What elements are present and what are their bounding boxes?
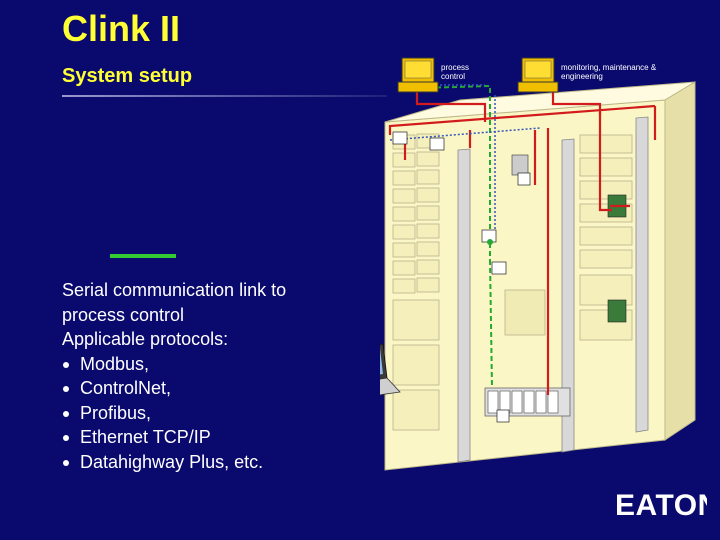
cabinet-side [664,81,696,441]
slide-subtitle: System setup [62,65,193,87]
title-underline [62,95,387,97]
switchgear-diagram [380,57,696,471]
pointer-markers [392,131,531,423]
middle-panel [504,289,546,336]
monitoring-label-line2: engineering [561,72,603,81]
desc-line-1: Serial communication link to [62,280,287,300]
engineering-terminal [517,57,559,93]
eaton-logo-text: EATON [615,489,707,520]
device-module [607,299,627,323]
monitoring-label: monitoring, maintenance & engineering [561,63,656,81]
process-control-terminal [397,57,439,93]
accent-bar [110,254,176,258]
laptop-icon [380,343,401,396]
process-control-label-line2: control [441,72,466,81]
slide-title: Clink II [62,8,181,49]
process-control-label: process control [441,63,469,81]
protocol-item: Ethernet TCP/IP [62,425,337,450]
process-control-label-line1: process [441,63,470,72]
monitoring-label-line1: monitoring, maintenance & [561,63,657,72]
protocol-item: ControlNet, [62,376,337,401]
busbar-column-1 [457,148,471,463]
busbar-column-2 [561,138,575,453]
busbar-column-3 [635,116,649,433]
protocol-list: Modbus, ControlNet, Profibus, Ethernet T… [62,352,337,475]
junction-dot [487,239,493,245]
protocol-item: Modbus, [62,352,337,377]
device-module [511,154,529,176]
desc-line-3: Applicable protocols: [62,329,229,349]
red-bus [388,92,657,395]
protocol-item: Profibus, [62,401,337,426]
protocol-item: Datahighway Plus, etc. [62,450,337,475]
description-text: Serial communication link to process con… [62,278,337,474]
desc-line-2: process control [62,304,185,325]
eaton-logo: EATON [615,489,707,520]
